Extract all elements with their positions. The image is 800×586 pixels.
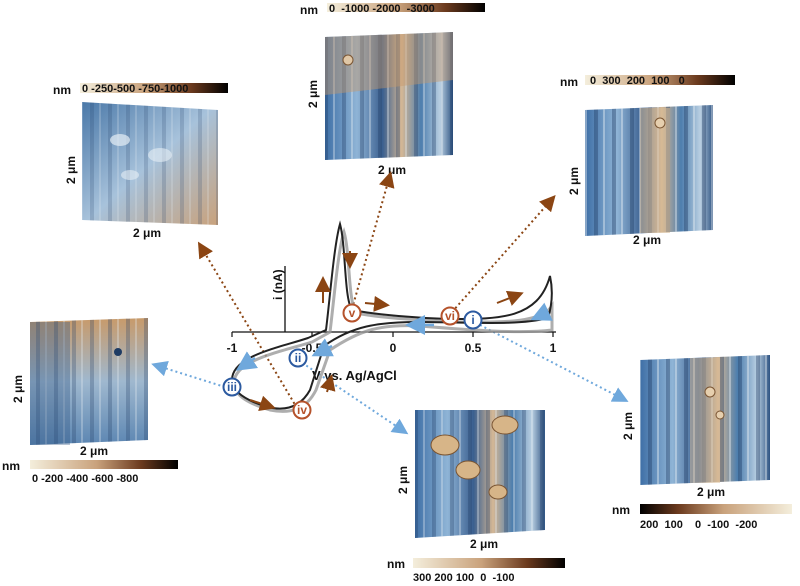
point-label: vi xyxy=(445,309,455,323)
axis-side-upper-left: 2 μm xyxy=(64,156,78,184)
point-marker-v: v xyxy=(342,303,362,323)
connector-iv-upper-left xyxy=(197,241,298,409)
colorbar-scale-upper-left: 0 -250-500 -750-1000 xyxy=(82,83,188,95)
afm-image-left: 2 μm 2 μm nm 0 -200 -400 -600 -800 xyxy=(2,318,178,485)
connector-v-top xyxy=(351,171,395,310)
colorbar-unit-upper-left: nm xyxy=(53,83,71,97)
colorbar-scale-upper-right: 0 300 200 100 0 xyxy=(590,75,685,87)
colorbar-unit-bottom-center: nm xyxy=(387,557,405,571)
colorbar-right xyxy=(640,504,792,514)
arrow-red-4 xyxy=(235,351,259,371)
connector-vi-upper-right xyxy=(451,195,556,313)
axis-bottom-top: 2 μm xyxy=(378,163,406,177)
colorbar-bottom-center xyxy=(413,558,565,568)
point-circle xyxy=(463,310,483,330)
point-label: i xyxy=(471,313,474,327)
colorbar-scale-left: 0 -200 -400 -600 -800 xyxy=(32,473,138,485)
point-label: iv xyxy=(297,403,307,417)
point-label: iii xyxy=(227,380,237,394)
point-marker-ii: ii xyxy=(288,348,308,368)
axis-side-left: 2 μm xyxy=(11,375,25,403)
colorbar-unit-right: nm xyxy=(612,503,630,517)
axis-bottom-upper-right: 2 μm xyxy=(633,233,661,247)
arrow-ox-5 xyxy=(364,295,390,312)
axis-bottom-bottom-center: 2 μm xyxy=(470,537,498,551)
x-axis-label: V vs. Ag/AgCl xyxy=(312,368,397,383)
point-marker-iii: iii xyxy=(222,377,242,397)
cv-trace-light xyxy=(232,227,554,413)
colorbar-unit-upper-right: nm xyxy=(560,75,578,89)
connector-i-right xyxy=(479,324,629,402)
afm-image-upper-left: nm 0 -250-500 -750-1000 2 μm 2 μm xyxy=(53,83,228,240)
colorbar-scale-top: 0 -1000 -2000 -3000 xyxy=(329,3,435,15)
cv-trace-dark xyxy=(230,220,553,410)
afm-image-upper-right: nm 0 300 200 100 0 2 μm 2 μm xyxy=(560,75,735,247)
axis-side-bottom-center: 2 μm xyxy=(396,466,410,494)
point-circle xyxy=(292,400,312,420)
point-marker-iv: iv xyxy=(292,400,312,420)
arrow-ox-3 xyxy=(320,374,336,393)
afm-image-top: nm 0 -1000 -2000 -3000 2 μm 2 μm xyxy=(300,3,485,177)
point-circle xyxy=(288,348,308,368)
y-axis-label: i (nA) xyxy=(271,269,285,300)
point-marker-i: i xyxy=(463,310,483,330)
x-tick-label: 0 xyxy=(390,341,397,355)
colorbar-unit-left: nm xyxy=(2,459,20,473)
arrow-ox-6 xyxy=(496,290,524,306)
afm-image-bottom-center: 2 μm 2 μm nm 300 200 100 0 -100 xyxy=(387,410,565,584)
colorbar-scale-right: 200 100 0 -100 -200 xyxy=(640,519,757,531)
axis-bottom-right: 2 μm xyxy=(697,485,725,499)
arrow-ox-1 xyxy=(249,395,276,411)
colorbar-upper-right xyxy=(585,75,735,85)
arrow-red-1 xyxy=(530,302,553,321)
x-tick-label: 1 xyxy=(550,341,557,355)
colorbar-left xyxy=(30,460,178,469)
colorbar-top xyxy=(327,3,485,12)
point-circle xyxy=(342,303,362,323)
point-marker-vi: vi xyxy=(440,306,460,326)
axis-bottom-left: 2 μm xyxy=(80,444,108,458)
axis-bottom-upper-left: 2 μm xyxy=(133,226,161,240)
arrow-red-3 xyxy=(311,338,334,357)
point-circle xyxy=(222,377,242,397)
x-tick-label: 0.5 xyxy=(465,341,482,355)
axis-side-right: 2 μm xyxy=(621,412,635,440)
colorbar-scale-bottom-center: 300 200 100 0 -100 xyxy=(413,572,515,584)
colorbar-upper-left xyxy=(80,83,228,93)
x-tick-label: -1 xyxy=(227,341,238,355)
axis-side-upper-right: 2 μm xyxy=(567,167,581,195)
point-circle xyxy=(440,306,460,326)
colorbar-unit-top: nm xyxy=(300,3,318,17)
axis-side-top: 2 μm xyxy=(306,80,320,108)
point-label: ii xyxy=(295,351,302,365)
connector-iii-left xyxy=(151,360,226,388)
afm-image-right: 2 μm 2 μm nm 200 100 0 -100 -200 xyxy=(612,355,792,531)
point-label: v xyxy=(349,306,356,320)
